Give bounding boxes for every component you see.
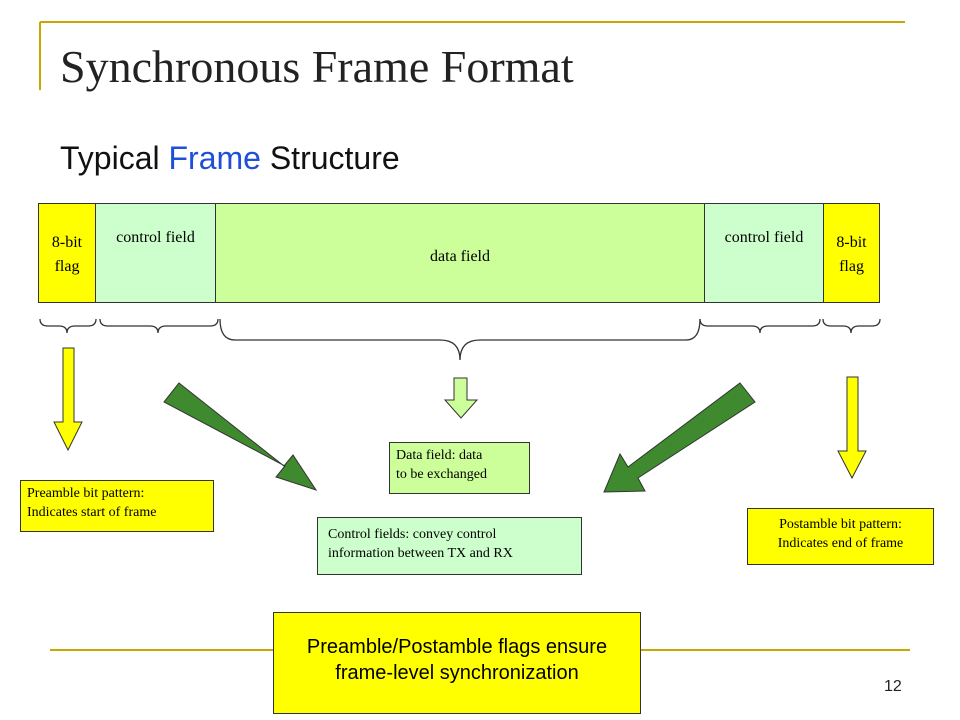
right-control-field: control field [704,203,824,303]
postamble-callout: Postamble bit pattern: Indicates end of … [747,508,934,565]
slide-title: Synchronous Frame Format [60,41,574,92]
postamble-arrow [837,376,867,480]
left-flag-brace [39,318,97,334]
right-flag-label: 8-bit flag [836,234,867,275]
page-number: 12 [884,678,902,695]
data-callout-line2: to be exchanged [396,467,487,482]
summary-line1: Preamble/Postamble flags ensure [306,636,608,658]
postamble-callout-line2: Indicates end of frame [777,536,904,551]
data-field: data field [215,203,705,303]
subtitle: Typical Frame Structure [60,140,400,177]
preamble-arrow [53,347,83,452]
summary-box: Preamble/Postamble flags ensure frame-le… [273,612,641,714]
right-control-arrow [603,382,756,493]
postamble-callout-line1: Postamble bit pattern: [779,517,902,532]
left-control-arrow [163,382,318,491]
left-control-brace [99,318,219,334]
preamble-callout-line1: Preamble bit pattern: [27,486,145,501]
data-callout-line1: Data field: data [396,448,483,463]
control-callout: Control fields: convey control informati… [317,517,582,575]
data-callout: Data field: data to be exchanged [389,442,530,494]
right-control-brace [699,318,821,334]
subtitle-highlight: Frame [168,140,261,176]
summary-line2: frame-level synchronization [335,662,579,684]
subtitle-part2: Structure [260,140,400,176]
data-arrow [443,377,479,419]
preamble-callout-line2: Indicates start of frame [27,505,157,520]
control-callout-line1: Control fields: convey control [328,527,497,542]
left-flag-field: 8-bit flag [38,203,96,303]
left-flag-label: 8-bit flag [51,234,83,275]
right-flag-field: 8-bit flag [823,203,880,303]
data-field-brace [219,318,701,361]
left-control-label: control field [116,229,195,246]
subtitle-part1: Typical [60,140,169,176]
preamble-callout: Preamble bit pattern: Indicates start of… [20,480,214,532]
control-callout-line2: information between TX and RX [328,546,513,561]
data-field-label: data field [430,248,490,265]
right-flag-brace [822,318,881,334]
left-control-field: control field [95,203,216,303]
right-control-label: control field [724,229,804,246]
